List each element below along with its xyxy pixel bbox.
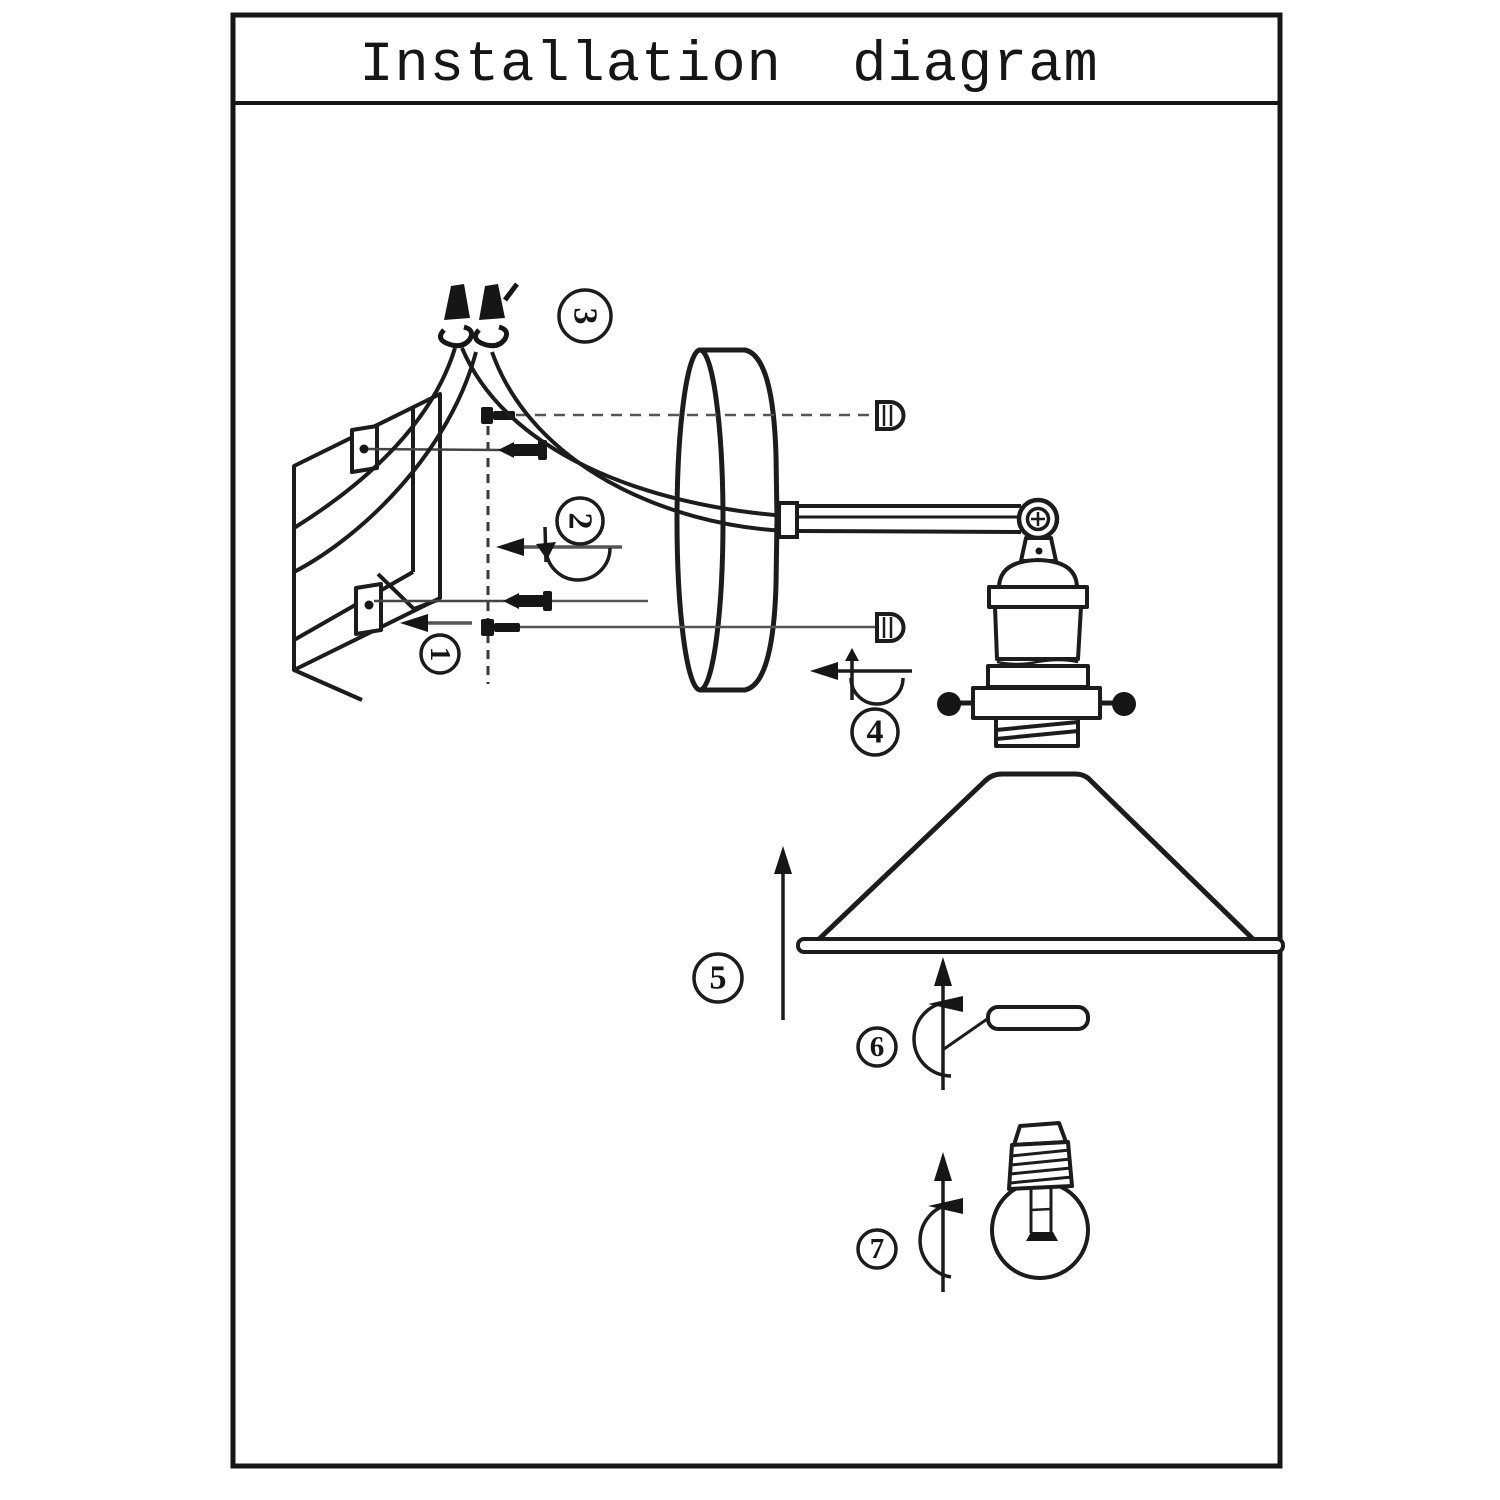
step-2-marker: 2 (496, 496, 622, 582)
step-6-marker: 6 (856, 957, 963, 1090)
screw-tip (503, 593, 519, 609)
step-6-number: 6 (870, 1031, 885, 1063)
socket-body (993, 605, 1083, 661)
arc-arrowhead (928, 1198, 963, 1214)
wire-twist (473, 282, 519, 349)
arc-arrowhead (928, 996, 963, 1012)
pin-leader (943, 1015, 991, 1051)
leader-tab-top (367, 447, 501, 452)
arrow-left-icon (810, 662, 838, 680)
socket-thread-hint (996, 658, 1079, 666)
step-1-marker: 1 (400, 614, 472, 675)
step-1-number: 1 (424, 647, 456, 662)
socket-collar-top (987, 585, 1089, 609)
screw-tip (498, 442, 514, 458)
arrow-left-icon (400, 614, 428, 632)
step-6-circle (856, 1026, 898, 1068)
socket-threads (994, 718, 1080, 748)
arrow-left-icon (496, 538, 524, 556)
cap-nut-bottom-icon (875, 612, 906, 643)
arm-hub (777, 501, 799, 539)
outer-border (230, 12, 1283, 1469)
rotate-arc-icon (849, 677, 905, 706)
step-2-number: 2 (562, 513, 599, 530)
wires (292, 347, 787, 574)
wire-left-2 (293, 351, 478, 574)
step-5-marker: 5 (692, 846, 792, 1020)
lamp-arm-icon (777, 501, 1022, 539)
step-7-circle (856, 1228, 898, 1270)
shade-cone (815, 771, 1257, 943)
light-bulb-icon (990, 1121, 1090, 1280)
screw-body (518, 595, 544, 607)
step-5-number: 5 (710, 960, 727, 997)
wire-nut-1-icon (438, 284, 474, 349)
pin-body (986, 1005, 1090, 1031)
bolt-head (481, 407, 493, 424)
rotate-arc-icon (544, 547, 612, 582)
canopy-icon (674, 347, 780, 693)
shade-brim (796, 937, 1285, 954)
step-7-number: 7 (870, 1233, 885, 1265)
step-4-number: 4 (867, 714, 884, 751)
canopy-rim (674, 347, 726, 693)
thumbscrew-left-knob (937, 692, 961, 716)
screw-bottom-icon (503, 591, 552, 611)
bracket-hole (1035, 547, 1043, 555)
step-1-circle (419, 633, 461, 675)
screw-top-icon (498, 440, 547, 460)
screw-hole-bottom (364, 600, 374, 610)
frame: Installation diagram (230, 12, 1283, 1469)
screw-head (543, 591, 552, 611)
rotate-arc-icon (912, 1000, 952, 1078)
wall-plate-notch (376, 572, 441, 611)
wall-plate-icon (292, 392, 442, 702)
wire-left-1 (292, 347, 457, 530)
swivel-joint-icon (1016, 497, 1060, 541)
thumbscrew-right-knob (1112, 692, 1136, 716)
bolt-bottom-icon (481, 619, 520, 636)
wire-twist (438, 324, 474, 349)
arrow-up-icon (934, 957, 952, 986)
lamp-socket-icon (937, 536, 1136, 748)
cap-nut-top-icon (875, 400, 906, 431)
step-2-circle (555, 496, 605, 546)
bolt-head (481, 619, 494, 636)
wiring (292, 282, 787, 574)
screw-hole-top (359, 444, 369, 454)
arc-arrowhead (536, 542, 556, 560)
wire-right-2 (490, 351, 787, 533)
wire-nut-cone (444, 284, 470, 320)
bulb-filament-base (1026, 1232, 1058, 1241)
lampshade-icon (796, 771, 1285, 954)
rotate-arc-icon (918, 1202, 952, 1279)
socket-dome (997, 558, 1079, 590)
step-7-marker: 7 (856, 1152, 963, 1292)
bulb-threads (1009, 1148, 1073, 1185)
page-title: Installation diagram (359, 34, 1098, 98)
bulb-stem-bar (1030, 1207, 1052, 1212)
bolt-shank (494, 623, 520, 632)
arm-bottom-edge (796, 529, 1022, 534)
wall-plate-bottom-lip (293, 668, 363, 702)
arrow-up-icon (774, 846, 792, 874)
shade-ring (971, 686, 1102, 720)
step-3-number: 3 (567, 308, 604, 325)
tick-arrowhead (845, 648, 859, 661)
screw-body (513, 444, 539, 456)
bulb-globe (990, 1180, 1090, 1280)
wire-nut-cone (479, 284, 505, 320)
fasteners (367, 400, 906, 643)
step-4-marker: 4 (810, 648, 912, 757)
wall-plate-inner-edge (293, 570, 414, 642)
arrow-up-icon (934, 1152, 952, 1181)
step-5-circle (692, 952, 744, 1004)
step-3-circle (557, 288, 613, 344)
locking-pin-icon (943, 1005, 1090, 1051)
step-4-circle (850, 707, 900, 757)
socket-collar-bottom (986, 664, 1090, 689)
step-3-marker: 3 (557, 288, 613, 344)
wire-nut-2-icon (473, 282, 519, 349)
